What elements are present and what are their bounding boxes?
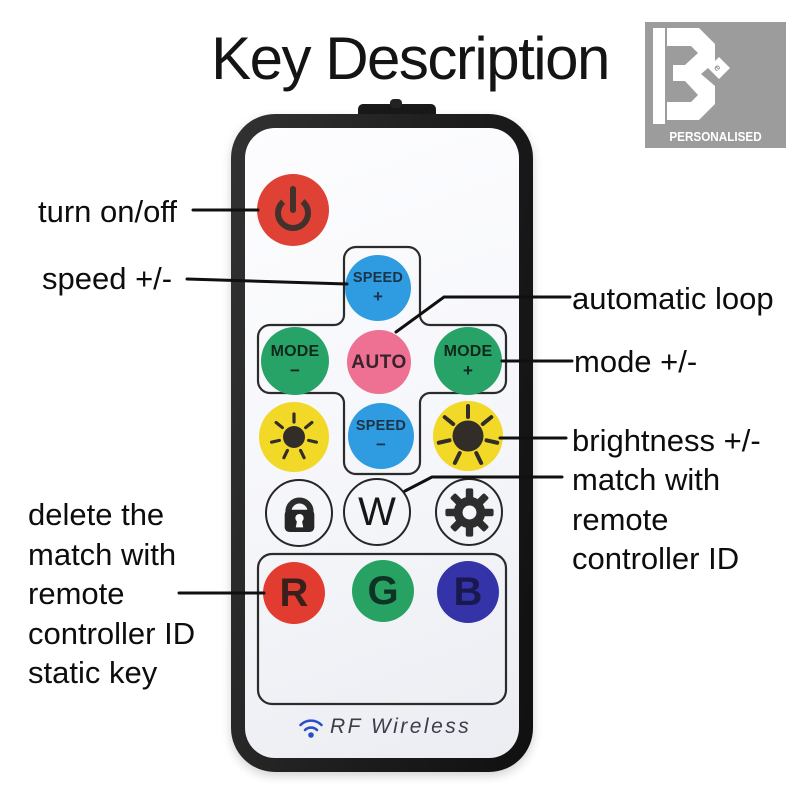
rf-wireless-label: RF Wireless — [330, 715, 472, 738]
power-button[interactable] — [257, 174, 329, 246]
lock-button[interactable] — [265, 479, 333, 547]
green-label: G — [367, 569, 399, 613]
remote-top-button-dot — [390, 99, 402, 108]
speed-plus-label: SPEED — [352, 270, 404, 287]
label-line: remote — [28, 576, 125, 611]
label-delete-match: delete the match with remote controller … — [28, 495, 195, 693]
label-line: controller ID — [572, 541, 740, 576]
blue-label: B — [453, 570, 483, 614]
label-turn-on-off: turn on/off — [38, 194, 178, 229]
mode-plus-label: MODE — [443, 342, 493, 360]
red-button[interactable]: R — [263, 562, 325, 624]
speed-minus-button[interactable]: SPEED − — [348, 403, 414, 469]
sun-small-icon — [269, 412, 319, 460]
label-automatic-loop: automatic loop — [572, 281, 774, 316]
rf-wireless-brand: RF Wireless — [298, 715, 471, 739]
mode-minus-button[interactable]: MODE − — [261, 327, 329, 395]
mode-plus-sign: + — [463, 360, 473, 380]
sun-large-icon — [436, 404, 500, 465]
label-speed: speed +/- — [42, 261, 173, 296]
mode-minus-label: MODE — [270, 342, 320, 360]
auto-label: AUTO — [351, 351, 407, 373]
green-button[interactable]: G — [352, 560, 414, 622]
speed-plus-sign: + — [373, 286, 383, 306]
red-label: R — [279, 571, 309, 615]
label-line: remote — [572, 501, 669, 537]
mode-plus-button[interactable]: MODE + — [434, 327, 502, 395]
label-line: match with — [572, 462, 721, 497]
speed-minus-label: SPEED — [355, 418, 407, 435]
page-title: Key Description — [211, 25, 610, 92]
label-line: delete the — [28, 497, 165, 532]
label-line: static key — [28, 655, 158, 690]
label-brightness: brightness +/- — [572, 423, 761, 458]
brand-logo: e PERSONALISED — [645, 22, 786, 148]
mode-minus-sign: − — [290, 360, 300, 380]
settings-button[interactable] — [435, 478, 503, 546]
wifi-icon — [299, 719, 323, 738]
speed-minus-sign: − — [376, 434, 386, 454]
label-line: controller ID — [28, 615, 196, 651]
brightness-minus-button[interactable] — [259, 402, 329, 472]
logo-wordmark: PERSONALISED — [669, 129, 762, 144]
label-mode: mode +/- — [574, 344, 698, 379]
speed-plus-button[interactable]: SPEED + — [345, 255, 411, 321]
label-match-with-remote: match with remote controller ID — [572, 460, 739, 579]
gear-icon — [444, 487, 494, 537]
white-label: W — [358, 490, 396, 534]
white-button[interactable]: W — [343, 478, 411, 546]
power-icon — [275, 186, 311, 231]
brightness-plus-button[interactable] — [433, 401, 503, 471]
label-line: match with — [28, 536, 177, 572]
lock-icon — [284, 497, 314, 532]
logo-b-icon: e — [653, 28, 730, 124]
auto-button[interactable]: AUTO — [347, 330, 411, 394]
blue-button[interactable]: B — [437, 561, 499, 623]
